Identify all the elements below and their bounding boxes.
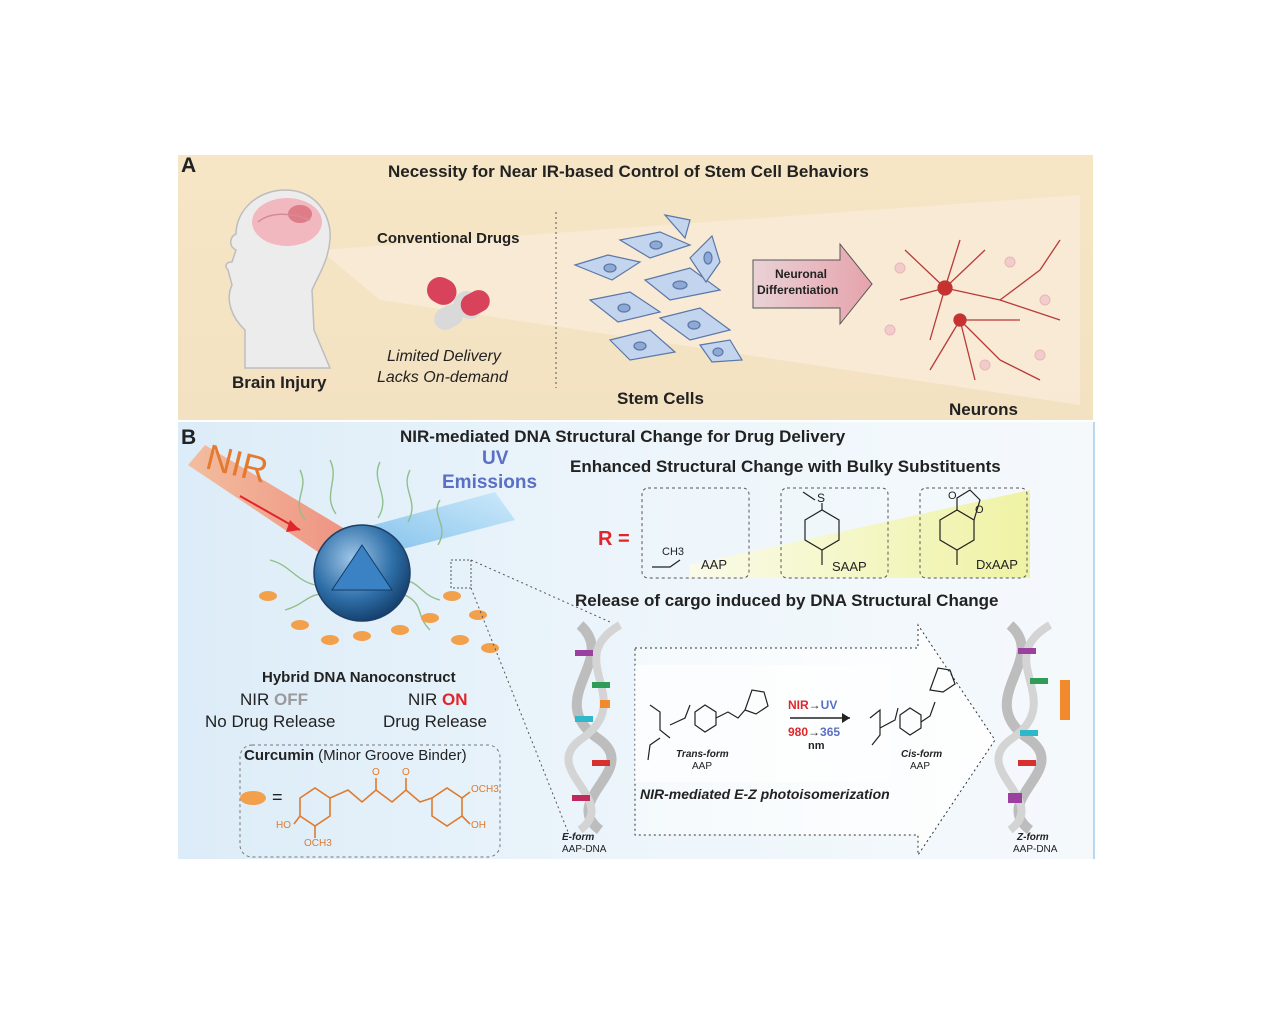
dxaap-label: DxAAP xyxy=(976,557,1018,572)
trans-form-label: Trans-form xyxy=(676,749,729,760)
nir-on-label: NIR ON xyxy=(408,690,468,710)
cis-form-label: Cis-form xyxy=(901,749,943,760)
zform-label: Z-form xyxy=(1017,832,1049,843)
curcumin-name: Curcumin xyxy=(244,747,315,764)
dna-helix-eform xyxy=(564,621,623,834)
panel-a-letter: A xyxy=(181,154,197,177)
nanoparticle-core xyxy=(331,544,393,591)
ketone-oxygen-1: O xyxy=(372,767,380,778)
conventional-drugs-label: Conventional Drugs xyxy=(377,230,520,247)
och3-right-label: OCH3 xyxy=(471,784,499,795)
arrow-text-line1: Neuronal xyxy=(775,267,828,281)
nir-arrow-head xyxy=(286,520,300,532)
photoisomerization-label: NIR-mediated E-Z photoisomerization xyxy=(640,786,890,802)
wavelength-980: 980 xyxy=(788,725,809,739)
saap-label: SAAP xyxy=(832,559,867,574)
reaction-arrow-head xyxy=(842,713,850,723)
brain-injury-label: Brain Injury xyxy=(232,373,327,392)
cis-form-sub: AAP xyxy=(910,761,931,772)
nir-off-label: NIR OFF xyxy=(240,690,308,710)
light-beam-shape xyxy=(320,195,1080,405)
trans-form-structure xyxy=(647,689,769,761)
panel-b-title: NIR-mediated DNA Structural Change for D… xyxy=(400,427,846,446)
stem-cells-illustration xyxy=(573,214,744,363)
saap-structure xyxy=(802,491,840,565)
aap-structure xyxy=(652,559,681,568)
oh-right-label: OH xyxy=(471,820,486,831)
ho-left-label: HO xyxy=(276,820,291,831)
bulk-gradient-band xyxy=(690,490,1030,578)
on-word: ON xyxy=(442,690,468,709)
panel-b-letter: B xyxy=(181,426,197,449)
wavelength-365: 365 xyxy=(820,725,841,739)
cis-form-structure xyxy=(869,667,956,746)
dxaap-oxygen2: O xyxy=(975,504,984,516)
nir-on-prefix: NIR xyxy=(408,690,442,709)
eform-sub: AAP-DNA xyxy=(562,844,607,855)
neurons-label: Neurons xyxy=(949,400,1018,419)
capsule-icon xyxy=(426,277,490,330)
wavelength-unit: nm xyxy=(808,740,825,752)
dna-helix-zform xyxy=(994,621,1070,834)
nir-beam xyxy=(188,445,355,560)
limited-delivery-note: Limited Delivery xyxy=(387,348,501,365)
r-equals-label: R = xyxy=(598,528,630,550)
saap-sulfur: S xyxy=(817,491,826,505)
aap-label: AAP xyxy=(701,557,728,572)
curcumin-desc: (Minor Groove Binder) xyxy=(314,747,467,764)
uv-label-line1: UV xyxy=(482,448,509,469)
uv-arrow-label: UV xyxy=(820,698,838,712)
curcumin-title: Curcumin (Minor Groove Binder) xyxy=(244,747,467,764)
zoom-box xyxy=(450,559,472,589)
trans-form-sub: AAP xyxy=(692,761,713,772)
no-drug-release-label: No Drug Release xyxy=(205,712,336,731)
lacks-on-demand-note: Lacks On-demand xyxy=(377,369,508,386)
head-icon xyxy=(225,189,332,369)
zform-sub: AAP-DNA xyxy=(1013,844,1058,855)
nir-arrow-label: NIR xyxy=(788,698,809,712)
off-word: OFF xyxy=(274,690,308,709)
ch3-group: CH3 xyxy=(662,546,685,558)
dxaap-oxygen1: O xyxy=(948,490,957,502)
och3-bottom-label: OCH3 xyxy=(304,838,332,849)
dxaap-structure xyxy=(939,489,981,565)
curcumin-icon xyxy=(240,791,266,805)
faint-neurons-illustration xyxy=(884,256,1051,371)
curcumin-particles xyxy=(259,591,499,653)
arrow-text-line2: Differentiation xyxy=(757,283,839,297)
neurons-illustration xyxy=(899,239,1061,381)
curcumin-box xyxy=(239,744,501,858)
uv-label-line2: Emissions xyxy=(442,472,538,493)
panel-a-title: Necessity for Near IR-based Control of S… xyxy=(388,162,869,181)
construct-title: Hybrid DNA Nanoconstruct xyxy=(262,669,456,686)
stem-cells-label: Stem Cells xyxy=(617,389,704,408)
curcumin-equals: = xyxy=(272,787,283,807)
release-title: Release of cargo induced by DNA Structur… xyxy=(575,591,999,610)
drug-release-label: Drug Release xyxy=(383,712,487,731)
zoom-line-bottom xyxy=(470,587,569,833)
bulky-substituents-title: Enhanced Structural Change with Bulky Su… xyxy=(570,457,1001,476)
ketone-oxygen-2: O xyxy=(402,767,410,778)
isomer-box xyxy=(635,665,890,782)
nir-off-prefix: NIR xyxy=(240,690,274,709)
zoom-line-top xyxy=(470,559,611,623)
eform-label: E-form xyxy=(562,832,595,843)
differentiation-arrow xyxy=(752,242,873,326)
curcumin-structure xyxy=(293,778,471,838)
